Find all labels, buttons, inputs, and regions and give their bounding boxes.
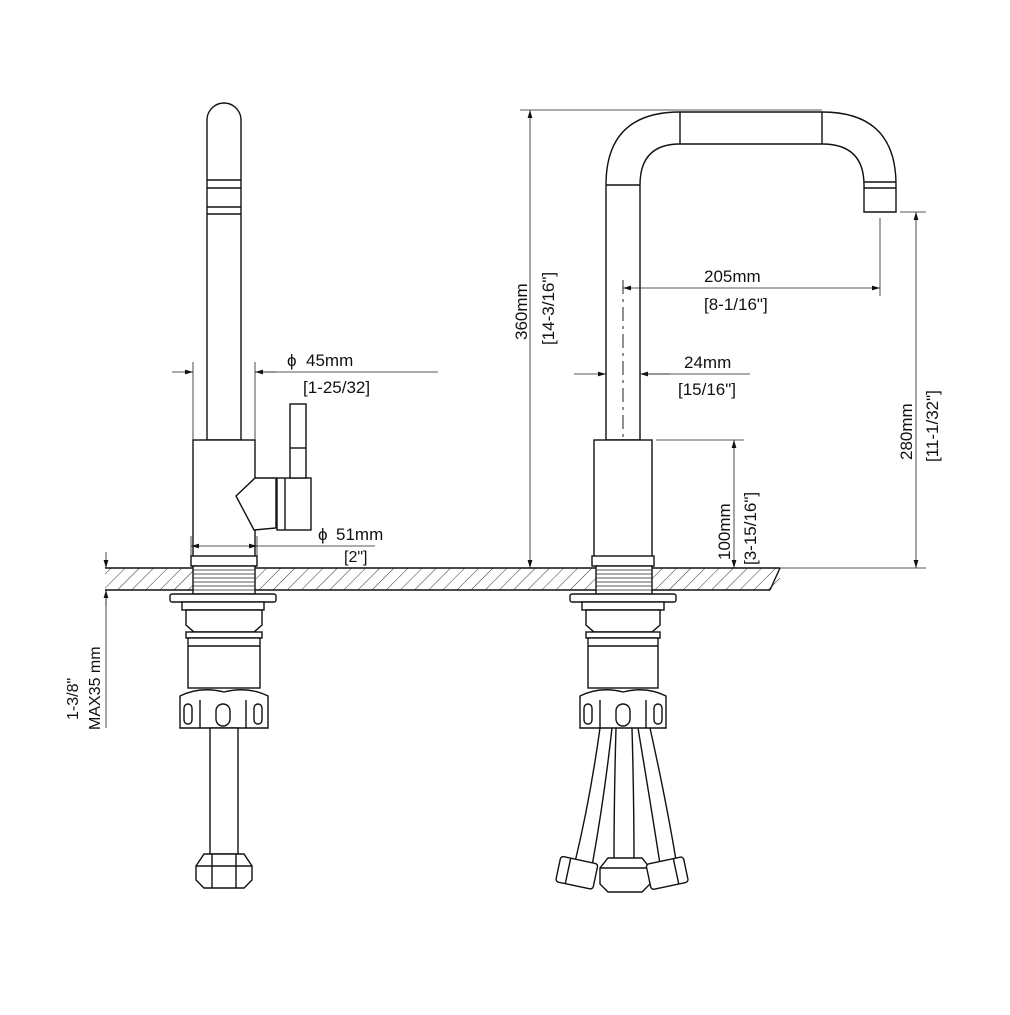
base-diameter-imperial: [2"] (344, 549, 367, 566)
side-view-faucet (169, 102, 312, 889)
base-diameter-symbol: ϕ (318, 525, 328, 544)
body-diameter-imperial: [1-25/32] (303, 378, 370, 397)
body-diameter-symbol: ϕ (287, 351, 297, 370)
front-view-faucet (555, 111, 897, 893)
body-height-value: 100mm (715, 503, 734, 560)
body-height-imperial: [3-15/16"] (741, 492, 760, 565)
deck-thickness-imperial: 1-3/8" (65, 678, 82, 720)
tube-diameter-dimension: 24mm [15/16"] (574, 353, 750, 399)
tube-diameter-imperial: [15/16"] (678, 380, 736, 399)
base-diameter-value: 51mm (336, 525, 383, 544)
base-diameter-dimension: ϕ 51mm [2"] (190, 525, 383, 566)
body-diameter-value: 45mm (306, 351, 353, 370)
total-height-value: 360mm (512, 283, 531, 340)
spout-height-imperial: [11-1/32"] (923, 390, 942, 462)
body-height-dimension: 100mm [3-15/16"] (656, 439, 760, 568)
deck-thickness-dimension: 1-3/8" MAX35 mm (65, 552, 109, 730)
spout-reach-imperial: [8-1/16"] (704, 295, 768, 314)
spout-reach-value: 205mm (704, 267, 761, 286)
tube-diameter-value: 24mm (684, 353, 731, 372)
deck-thickness-value: MAX35 mm (87, 646, 104, 730)
spout-height-dimension: 280mm [11-1/32"] (780, 211, 942, 569)
spout-reach-dimension: 205mm [8-1/16"] (623, 218, 881, 314)
spout-height-value: 280mm (897, 403, 916, 460)
total-height-dimension: 360mm [14-3/16"] (512, 109, 822, 568)
total-height-imperial: [14-3/16"] (539, 272, 558, 345)
body-diameter-dimension: ϕ 45mm [1-25/32] (172, 351, 438, 440)
